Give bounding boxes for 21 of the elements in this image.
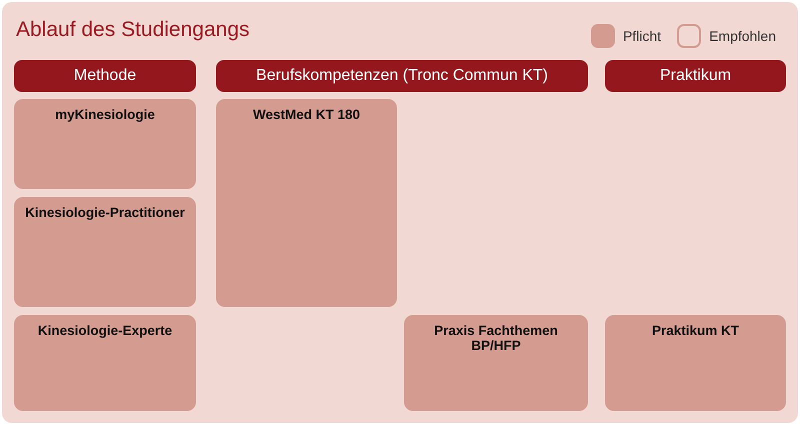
column-header	[14, 60, 196, 92]
module-box	[14, 99, 196, 189]
module-label: Praktikum KT	[652, 323, 740, 338]
header-label: Methode	[74, 67, 136, 85]
module-label: Kinesiologie-Experte	[38, 323, 172, 338]
legend-label: Empfohlen	[709, 28, 776, 44]
module-box	[404, 315, 588, 411]
module-label: Praxis Fachthemen BP/HFP	[433, 323, 559, 353]
module-label: WestMed KT 180	[252, 107, 360, 122]
title: Ablauf des Studiengangs	[16, 18, 250, 42]
column-header	[216, 60, 588, 92]
module-box	[14, 315, 196, 411]
header-label: Praktikum	[660, 67, 732, 85]
module-box	[605, 315, 786, 411]
module-box	[14, 197, 196, 307]
column-header	[605, 60, 786, 92]
module-label: myKinesiologie	[55, 107, 155, 122]
legend-label: Pflicht	[622, 28, 662, 44]
module-box	[216, 99, 397, 307]
module-label: Kinesiologie-Practitioner	[25, 205, 185, 220]
header-label: Berufskompetenzen (Tronc Commun KT)	[256, 67, 548, 85]
